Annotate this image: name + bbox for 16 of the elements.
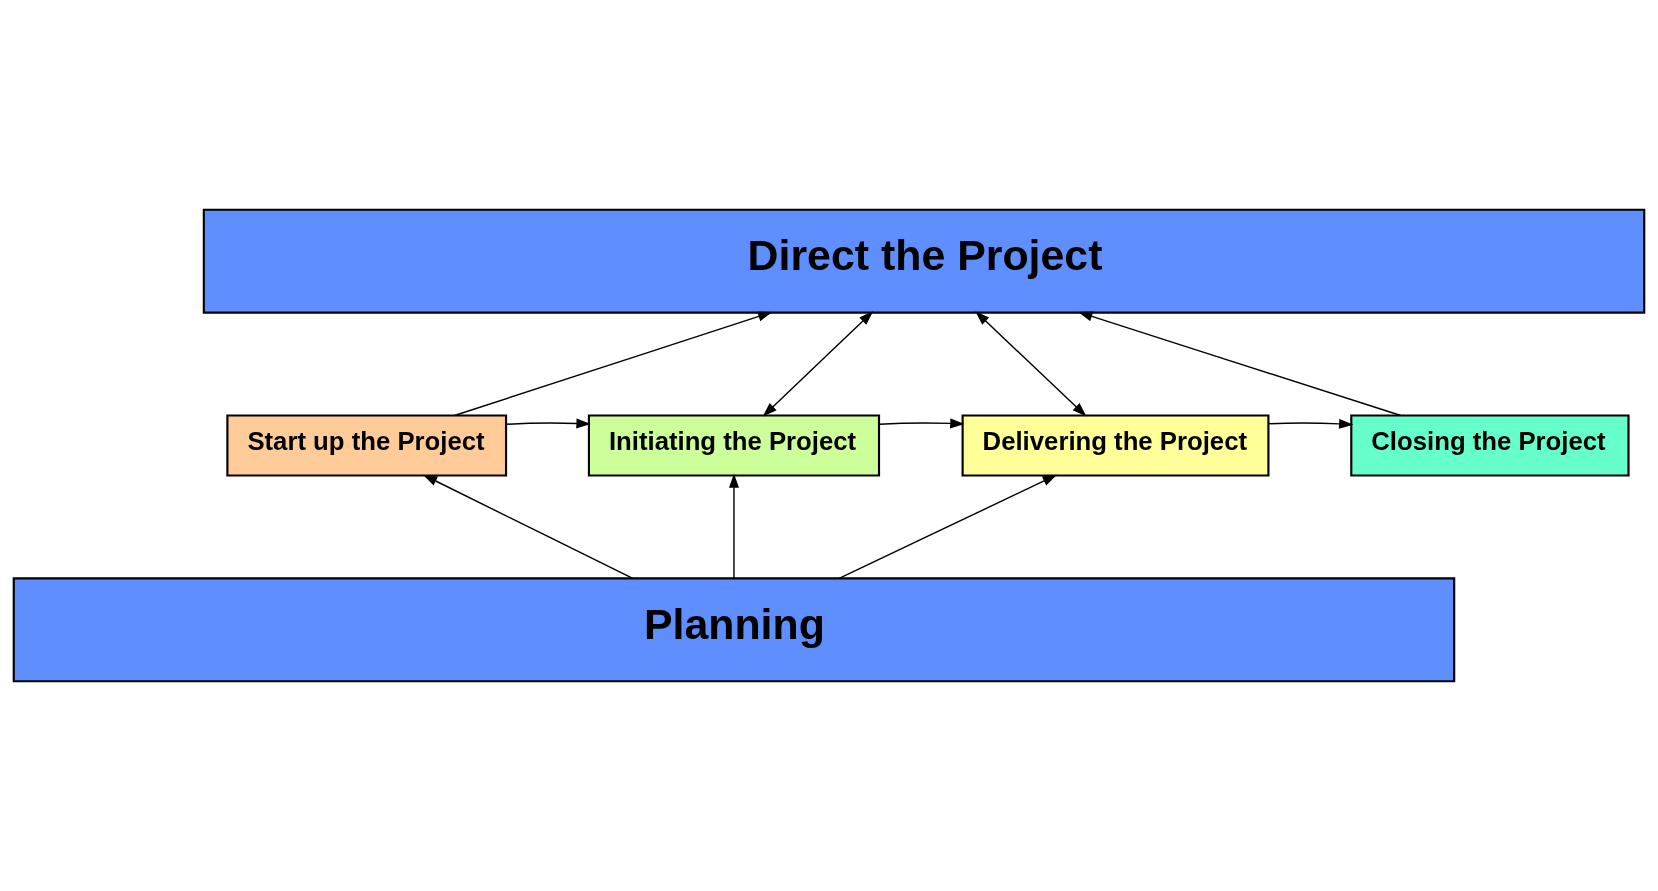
node-box: Direct the Project — [202, 208, 1646, 314]
arrow — [422, 474, 634, 580]
node-box: Initiating the Project — [587, 414, 881, 477]
arrow — [838, 474, 1057, 580]
arrow — [975, 311, 1087, 417]
node-box: Delivering the Project — [961, 414, 1270, 477]
arrow — [762, 311, 874, 417]
arrow — [453, 311, 773, 417]
node-box: Planning — [12, 577, 1456, 683]
arrow — [728, 473, 739, 579]
node-box: Closing the Project — [1350, 414, 1630, 477]
arrow — [1078, 311, 1402, 417]
node-box: Start up the Project — [226, 414, 508, 477]
arrow — [505, 418, 591, 429]
arrow — [878, 418, 965, 429]
arrow — [1268, 418, 1354, 429]
